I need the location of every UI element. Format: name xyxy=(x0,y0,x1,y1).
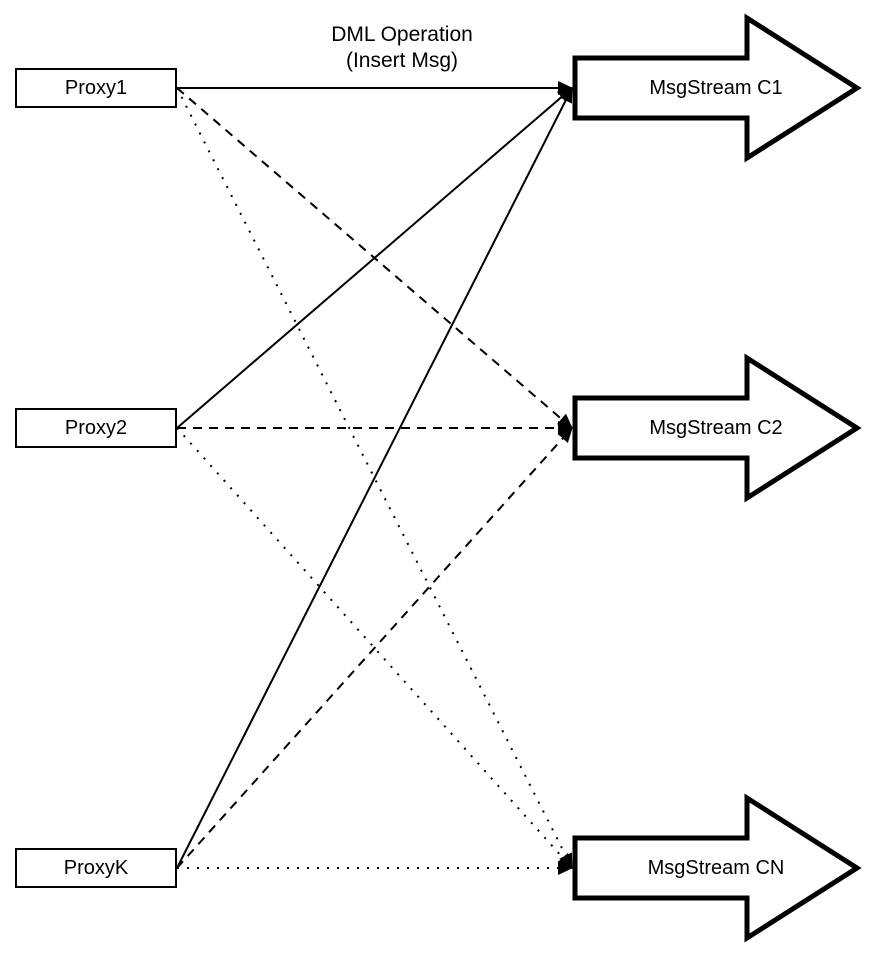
edge-proxyk-to-stream-c2 xyxy=(176,427,573,869)
edge-proxy2-to-stream-c1 xyxy=(176,87,573,429)
proxyk-box: ProxyK xyxy=(15,848,177,888)
title-line-1: DML Operation xyxy=(331,23,473,46)
proxy1-label: Proxy1 xyxy=(64,76,128,99)
proxy1-box: Proxy1 xyxy=(15,68,177,108)
proxy2-box: Proxy2 xyxy=(15,408,177,448)
proxyk-label: ProxyK xyxy=(63,856,129,879)
proxy2-label: Proxy2 xyxy=(64,416,128,439)
msgstream-c1-label: MsgStream C1 xyxy=(649,77,783,99)
block-arrow-msgstream-c1 xyxy=(572,13,862,163)
block-arrow-msgstream-cn xyxy=(572,793,862,943)
edge-proxyk-to-stream-c1 xyxy=(176,87,573,869)
title-line-2: (Insert Msg) xyxy=(345,49,458,72)
block-arrow-msgstream-c2 xyxy=(572,353,862,503)
diagram-title: DML Operation (Insert Msg) xyxy=(252,22,552,74)
msgstream-cn-label: MsgStream CN xyxy=(647,857,785,879)
edge-layer xyxy=(176,81,573,875)
msgstream-c2-label: MsgStream C2 xyxy=(649,417,783,439)
